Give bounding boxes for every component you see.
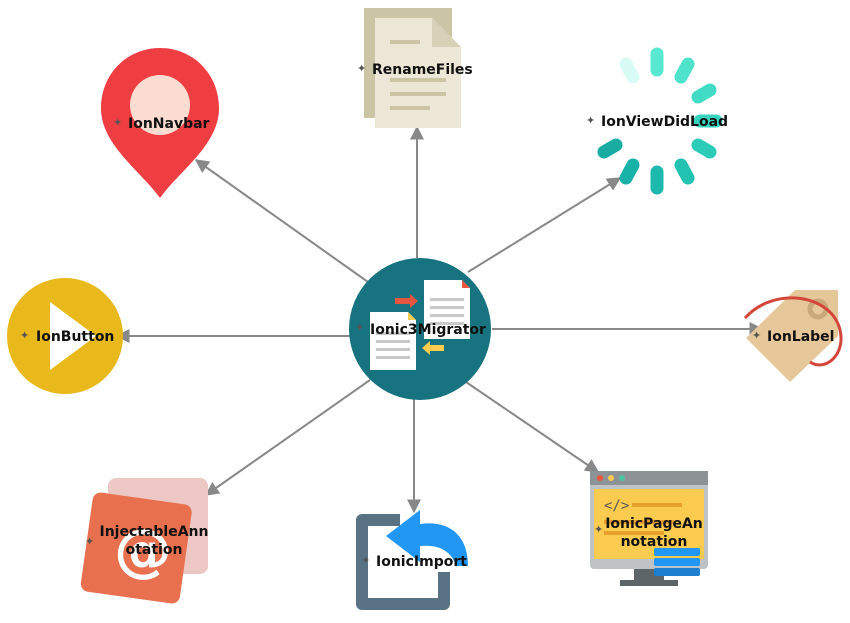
- node-rename-files-label[interactable]: RenameFiles: [372, 62, 473, 78]
- edges: [115, 125, 764, 514]
- topic-marker-icon: ✦: [752, 329, 762, 342]
- topic-marker-icon: ✦: [113, 116, 123, 129]
- loading-spinner-icon: [597, 47, 723, 195]
- center-node-label[interactable]: Ionic3Migrator: [370, 322, 486, 338]
- topic-marker-icon: ✦: [85, 535, 95, 548]
- undo-arrow-icon: [356, 510, 468, 610]
- price-tag-icon: [743, 290, 843, 382]
- edge-to-ionic-page-annotation: [465, 381, 600, 473]
- edge-to-ion-view-did-load: [467, 177, 622, 273]
- label-line: IonicPageAn: [605, 516, 703, 532]
- edge-to-injectable-annotation: [204, 379, 371, 496]
- play-button-icon: [7, 278, 123, 394]
- svg-text:@: @: [114, 516, 172, 584]
- node-ion-view-did-load-label[interactable]: IonViewDidLoad: [601, 114, 729, 130]
- topic-marker-icon: ✦: [594, 523, 604, 536]
- node-ion-label-label[interactable]: IonLabel: [767, 329, 835, 345]
- topic-marker-icon: ✦: [355, 321, 365, 334]
- topic-marker-icon: ✦: [586, 114, 596, 127]
- label-line: InjectableAnn: [99, 524, 209, 540]
- topic-marker-icon: ✦: [357, 62, 367, 75]
- at-sign-icon: @: [80, 478, 208, 604]
- node-ion-button-label[interactable]: IonButton: [36, 329, 115, 345]
- document-icon: [364, 8, 461, 128]
- map-pin-icon: [101, 48, 219, 198]
- node-ionic-import-label[interactable]: IonicImport: [376, 554, 467, 570]
- code-monitor-icon: </>: [590, 471, 708, 586]
- file-migrate-icon: [370, 280, 470, 370]
- center-node[interactable]: [349, 258, 491, 400]
- label-line: otation: [125, 542, 183, 558]
- edge-to-ion-navbar: [194, 159, 369, 283]
- label-line: notation: [620, 534, 688, 550]
- node-ion-navbar-label[interactable]: IonNavbar: [128, 116, 210, 132]
- svg-text:</>: </>: [604, 498, 629, 514]
- topic-marker-icon: ✦: [361, 554, 371, 567]
- node-injectable-annotation-label[interactable]: InjectableAnn otation: [98, 523, 210, 559]
- topic-marker-icon: ✦: [20, 329, 30, 342]
- node-ionic-page-annotation-label[interactable]: IonicPageAn notation: [604, 515, 704, 551]
